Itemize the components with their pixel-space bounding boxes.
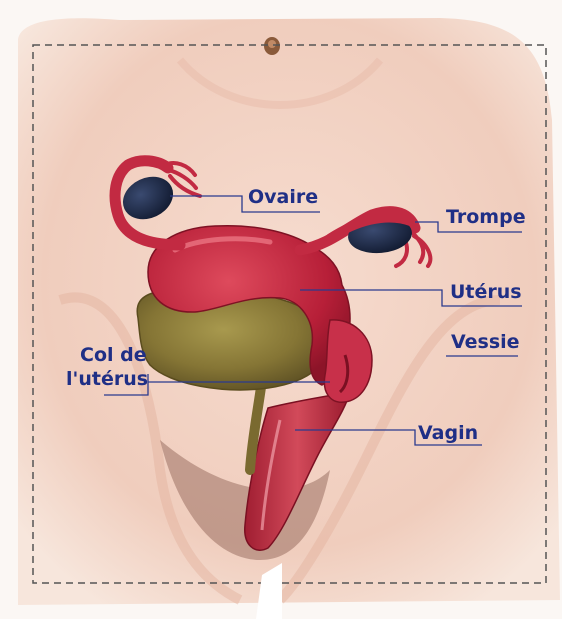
- label-ovaire: Ovaire: [248, 186, 318, 208]
- label-col-line2: l'utérus: [66, 368, 148, 390]
- label-uterus: Utérus: [450, 281, 522, 303]
- label-vagin: Vagin: [418, 422, 478, 444]
- label-trompe: Trompe: [446, 206, 526, 228]
- label-col-line1: Col de: [80, 344, 147, 366]
- label-vessie: Vessie: [451, 331, 520, 353]
